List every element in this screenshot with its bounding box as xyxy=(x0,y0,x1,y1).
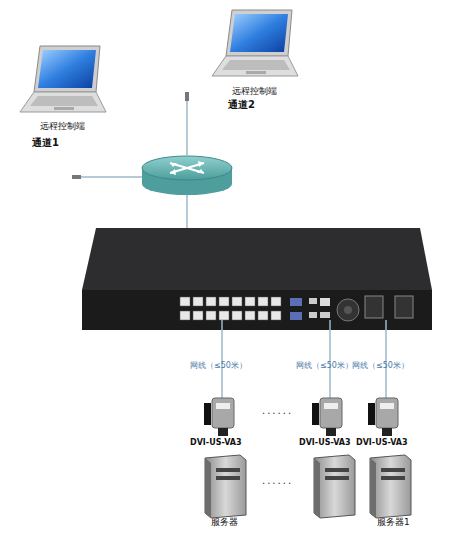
server-icon xyxy=(205,455,411,518)
laptop-node: 远程控制端通道2 xyxy=(210,8,310,108)
kvm-switch xyxy=(82,228,432,330)
laptop-icon xyxy=(20,46,106,112)
network-cable xyxy=(78,176,142,178)
router-icon xyxy=(142,156,232,195)
node-label: 服务器 xyxy=(211,518,238,528)
cable-plug xyxy=(72,175,81,179)
channel-label: 通道1 xyxy=(32,137,59,148)
cable-label: 网线（≤50米） xyxy=(190,362,247,371)
channel-label: DVI-US-VA3 xyxy=(190,439,242,448)
server-node: 服务器 xyxy=(200,453,250,533)
node-label: 远程控制端 xyxy=(40,122,85,132)
dongle-icon xyxy=(204,398,398,436)
network-cable xyxy=(186,195,188,228)
dongle-node: DVI-US-VA3 xyxy=(306,396,358,450)
ellipsis-mark: ...... xyxy=(262,475,293,486)
network-cable xyxy=(186,98,188,155)
server-node: 服务器1 xyxy=(365,453,420,533)
dongle-node: DVI-US-VA3 xyxy=(362,396,414,450)
ellipsis-mark: ...... xyxy=(262,405,293,416)
channel-label: DVI-US-VA3 xyxy=(299,439,351,448)
laptop-node: 远程控制端通道1 xyxy=(18,44,128,150)
dongle-node: DVI-US-VA3 xyxy=(198,396,250,450)
node-label: 远程控制端 xyxy=(232,87,277,97)
cable-plug xyxy=(185,92,189,101)
laptop-icon xyxy=(212,10,298,76)
network-cable xyxy=(222,320,386,398)
cable-label: 网线（≤50米） xyxy=(296,362,353,371)
channel-label: DVI-US-VA3 xyxy=(356,439,408,448)
cable-label: 网线（≤50米） xyxy=(352,362,409,371)
channel-label: 通道2 xyxy=(228,99,255,110)
node-label: 服务器1 xyxy=(377,518,410,528)
